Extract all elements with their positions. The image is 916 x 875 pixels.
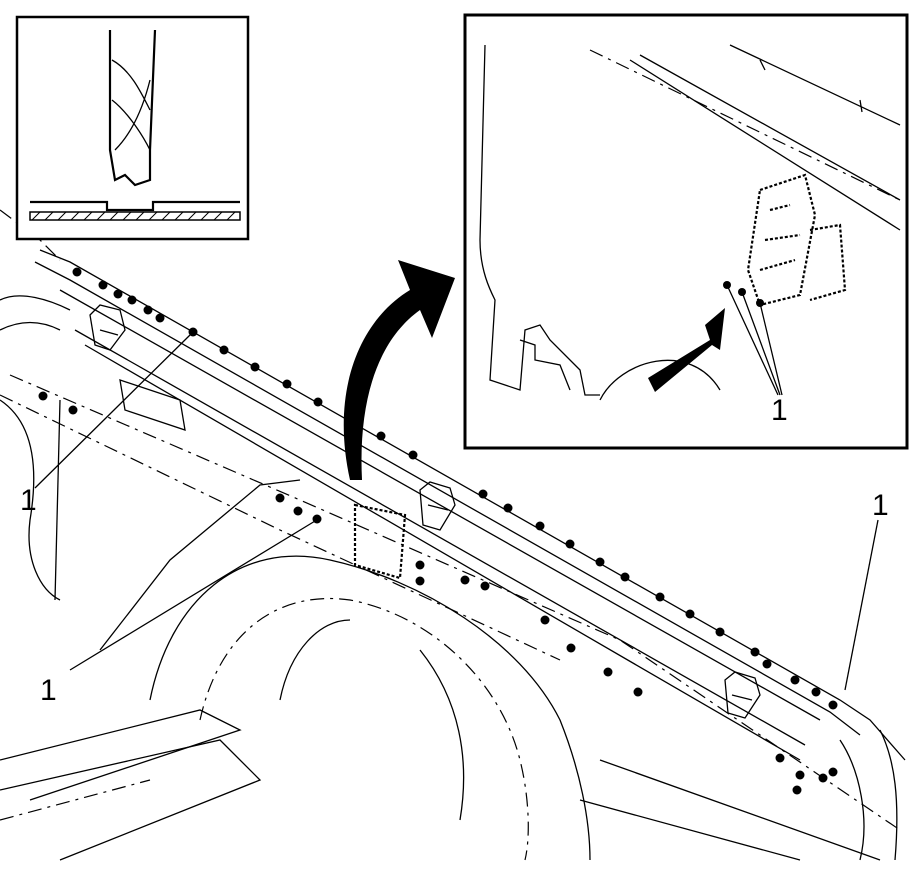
- weld-dot: [795, 770, 805, 780]
- weld-dot: [828, 700, 838, 710]
- weld-dot: [811, 687, 821, 697]
- weld-dot: [540, 615, 550, 625]
- weld-dot: [715, 627, 725, 637]
- curved-arrow-icon: [343, 260, 455, 480]
- weld-dot: [620, 572, 630, 582]
- weld-dot: [655, 592, 665, 602]
- weld-dot: [155, 313, 165, 323]
- callout-label: 1: [20, 484, 37, 517]
- weld-dot: [565, 539, 575, 549]
- leader-lines: [34, 334, 879, 691]
- weld-dot: [480, 581, 490, 591]
- weld-dot: [188, 327, 198, 337]
- weld-dot: [762, 659, 772, 669]
- weld-dot: [750, 647, 760, 657]
- weld-dot: [219, 345, 229, 355]
- weld-dot: [503, 503, 513, 513]
- weld-dot: [460, 575, 470, 585]
- detail-inset: [463, 13, 909, 450]
- weld-dot: [38, 391, 48, 401]
- callout-label: 1: [40, 674, 57, 707]
- weld-dot: [633, 687, 643, 697]
- brackets: [89, 304, 761, 719]
- weld-dot: [376, 431, 386, 441]
- weld-dot: [790, 675, 800, 685]
- wheelhouse: [0, 479, 898, 861]
- detail-area-marker: [353, 503, 407, 580]
- weld-dot: [828, 767, 838, 777]
- drill-bit-inset: [15, 15, 250, 241]
- weld-dot: [282, 379, 292, 389]
- callout-label: 1: [771, 394, 788, 427]
- callout-label: 1: [872, 489, 889, 522]
- weld-dot: [98, 280, 108, 290]
- weld-dot: [415, 576, 425, 586]
- weld-dot: [603, 667, 613, 677]
- weld-dot: [275, 493, 285, 503]
- small-arrow-icon: [648, 308, 725, 392]
- weld-dot: [818, 773, 828, 783]
- weld-dot: [127, 295, 137, 305]
- weld-dot: [685, 609, 695, 619]
- weld-dot: [113, 289, 123, 299]
- weld-dot: [535, 521, 545, 531]
- weld-dot: [595, 557, 605, 567]
- weld-dot: [415, 560, 425, 570]
- weld-dot: [792, 785, 802, 795]
- spot-weld-dots: [38, 267, 838, 795]
- weld-dot: [293, 506, 303, 516]
- weld-dot: [72, 267, 82, 277]
- weld-dot: [143, 305, 153, 315]
- weld-dot: [408, 450, 418, 460]
- weld-dot: [478, 489, 488, 499]
- weld-dot: [313, 397, 323, 407]
- weld-dot: [775, 753, 785, 763]
- weld-dot: [68, 405, 78, 415]
- weld-dot: [250, 362, 260, 372]
- weld-dot: [566, 643, 576, 653]
